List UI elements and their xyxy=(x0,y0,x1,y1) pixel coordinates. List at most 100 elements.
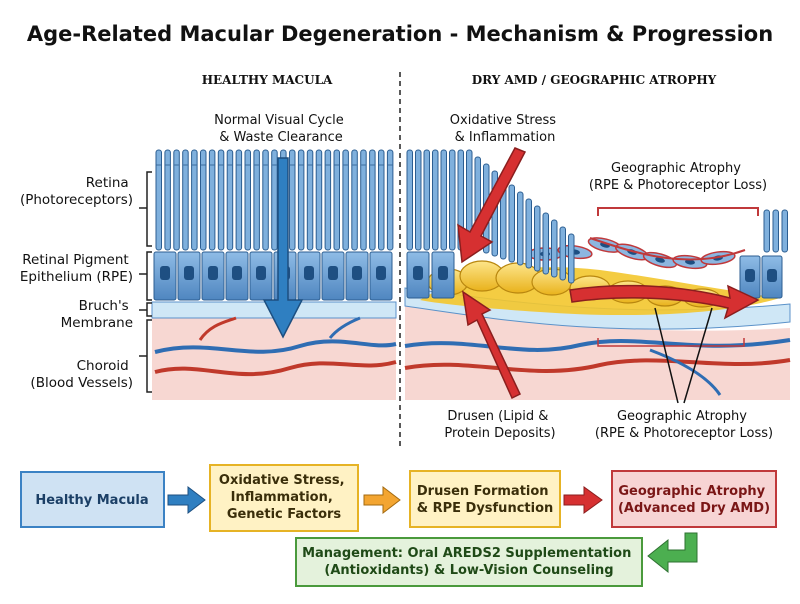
oxidative-stress-arrow xyxy=(457,147,527,264)
photoreceptor xyxy=(449,149,456,251)
photoreceptor xyxy=(432,149,439,251)
rpe-nucleus xyxy=(655,257,665,263)
photoreceptor xyxy=(226,149,234,251)
photoreceptor xyxy=(763,209,770,253)
rpe-nucleus xyxy=(438,266,448,280)
flow-box-drusen: Drusen Formation & RPE Dysfunction xyxy=(409,470,561,528)
layer-brackets xyxy=(139,171,152,393)
rpe-nucleus xyxy=(208,266,218,280)
photoreceptor xyxy=(289,149,296,251)
ga-pointer-line xyxy=(654,307,679,404)
flow-arrow-1 xyxy=(167,485,206,515)
photoreceptor xyxy=(423,149,430,251)
photoreceptor xyxy=(306,149,314,251)
blood-vessel xyxy=(154,339,397,354)
photoreceptor xyxy=(360,149,367,251)
photoreceptor xyxy=(772,209,779,253)
svg-text:Healthy Macula: Healthy Macula xyxy=(35,493,148,508)
photoreceptor xyxy=(200,149,207,251)
rpe-nucleus xyxy=(685,259,695,265)
visual-cycle-arrow xyxy=(262,157,304,339)
photoreceptor xyxy=(406,149,413,251)
atrophy-outline xyxy=(589,237,746,261)
svg-text:Oxidative Stress, Inflam: Oxidative Stress, Inflammation, Genetic … xyxy=(219,473,349,522)
rpe-nucleus xyxy=(328,266,338,280)
photoreceptor xyxy=(182,149,189,251)
photoreceptor xyxy=(217,149,225,251)
photoreceptor xyxy=(253,149,260,251)
ga-top-label: Geographic Atrophy (RPE & Photoreceptor … xyxy=(589,161,767,193)
ga-pointer-line xyxy=(683,307,713,404)
blood-vessel xyxy=(404,358,791,373)
photoreceptor-layer-healthy xyxy=(155,149,394,251)
photoreceptor xyxy=(342,149,349,251)
photoreceptor xyxy=(155,149,162,251)
photoreceptor xyxy=(297,149,305,251)
photoreceptor xyxy=(440,149,447,251)
atrophy-bracket-bottom xyxy=(597,338,745,347)
flow-box-management: Management: Oral AREDS2 Supplementation … xyxy=(295,537,643,587)
blood-vessel xyxy=(328,316,361,339)
photoreceptor xyxy=(235,149,243,251)
flow-box-stress: Oxidative Stress, Inflammation, Genetic … xyxy=(209,464,359,532)
photoreceptor xyxy=(386,149,394,251)
photoreceptor xyxy=(173,149,180,251)
photoreceptor xyxy=(208,149,216,251)
photoreceptor xyxy=(378,149,385,251)
choroid-label: Choroid (Blood Vessels) xyxy=(30,358,133,391)
photoreceptor xyxy=(324,149,332,251)
section-dry-amd-header: DRY AMD / GEOGRAPHIC ATROPHY xyxy=(472,73,717,87)
rpe-nucleus xyxy=(413,266,423,280)
visual-cycle-label: Normal Visual Cycle & Waste Clearance xyxy=(214,113,348,145)
flow-arrow-3 xyxy=(563,486,603,514)
flow-arrow-4 xyxy=(647,532,698,574)
flow-box-atrophy: Geographic Atrophy (Advanced Dry AMD) xyxy=(611,470,777,528)
rpe-label: Retinal Pigment Epithelium (RPE) xyxy=(20,252,133,285)
progression-curve-arrow xyxy=(569,284,760,320)
photoreceptor xyxy=(517,191,524,266)
flow-arrow-2 xyxy=(363,485,401,515)
blood-vessel xyxy=(154,360,397,377)
blood-vessel xyxy=(198,316,237,341)
atrophy-bracket-top xyxy=(597,207,759,216)
photoreceptor xyxy=(551,219,558,278)
photoreceptor xyxy=(415,149,422,251)
photoreceptor xyxy=(191,149,198,251)
healthy-macula-cross-section xyxy=(151,149,397,400)
rpe-nucleus xyxy=(256,266,266,280)
photoreceptor xyxy=(262,149,269,251)
ga-bottom-label: Geographic Atrophy (RPE & Photoreceptor … xyxy=(595,409,773,441)
drusen-label: Drusen (Lipid & Protein Deposits) xyxy=(444,409,555,441)
photoreceptor xyxy=(534,205,541,272)
svg-text:Geographic Atrophy (Adva: Geographic Atrophy (Advanced Dry AMD) xyxy=(618,484,770,516)
photoreceptor xyxy=(244,149,251,251)
drusen-pointer-arrow xyxy=(462,290,521,400)
rpe-layer-healthy xyxy=(153,251,393,301)
photoreceptor xyxy=(333,149,340,251)
photoreceptor xyxy=(568,233,575,284)
photoreceptor xyxy=(781,209,788,253)
choroid-layer-healthy xyxy=(152,318,396,400)
photoreceptor xyxy=(164,149,171,251)
photoreceptor xyxy=(542,212,549,275)
rpe-nucleus xyxy=(304,266,314,280)
rpe-nucleus xyxy=(745,269,755,282)
rpe-nucleus xyxy=(232,266,242,280)
photoreceptor xyxy=(315,149,323,251)
diagram-title: Age-Related Macular Degeneration - Mecha… xyxy=(27,22,773,46)
rpe-nucleus xyxy=(376,266,386,280)
photoreceptor xyxy=(369,149,376,251)
photoreceptor xyxy=(271,149,278,251)
photoreceptor xyxy=(351,149,358,251)
bruchs-membrane-label: Bruch's Membrane xyxy=(61,298,133,331)
rpe-nucleus xyxy=(184,266,194,280)
oxidative-stress-label: Oxidative Stress & Inflammation xyxy=(450,113,560,145)
rpe-nucleus xyxy=(352,266,362,280)
photoreceptor xyxy=(525,198,532,269)
blood-vessel xyxy=(649,348,722,396)
svg-text:Drusen Formation & RPE D: Drusen Formation & RPE Dysfunction xyxy=(417,484,554,516)
photoreceptor xyxy=(508,184,515,263)
photoreceptor xyxy=(559,226,566,281)
